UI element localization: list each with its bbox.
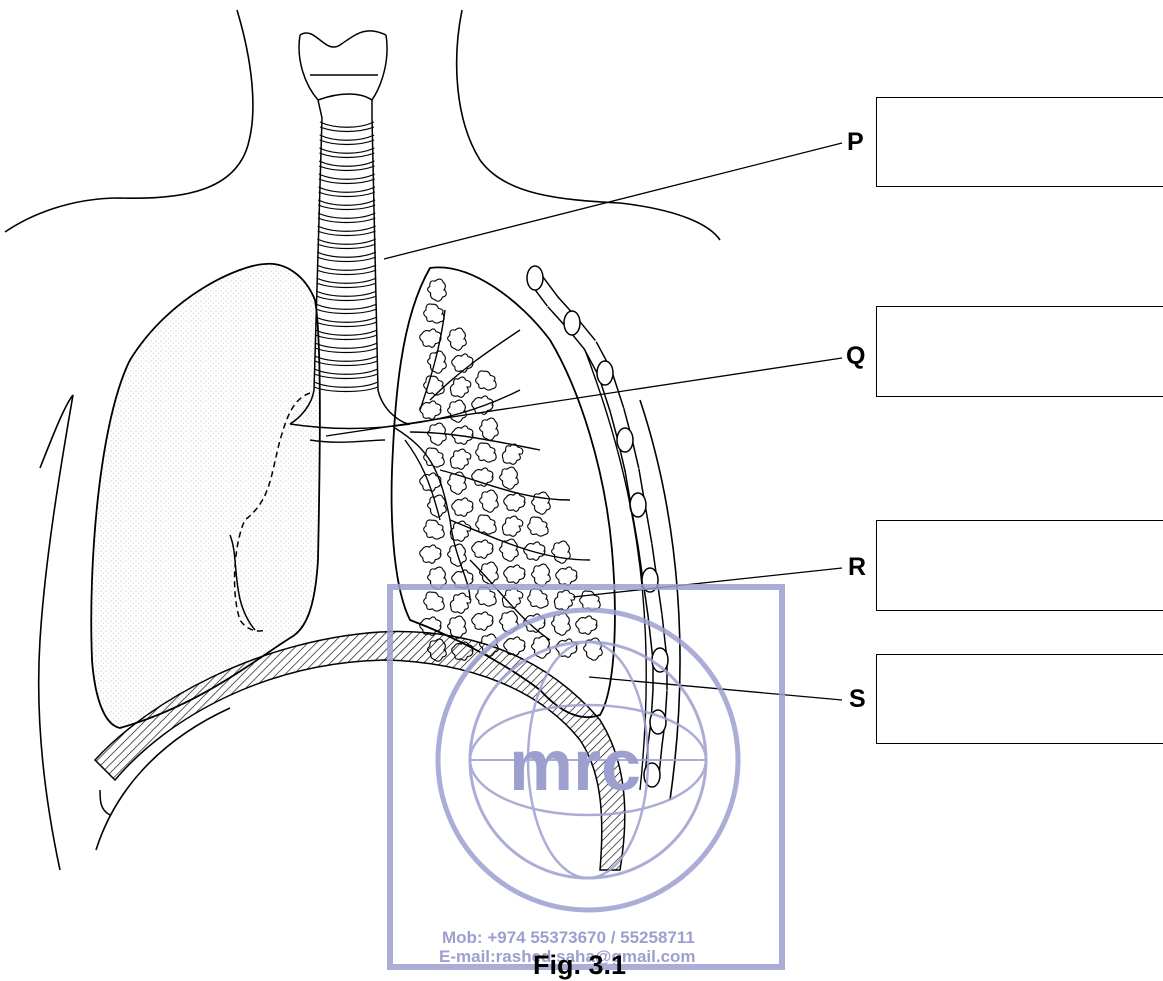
- figure-caption: Fig. 3.1: [533, 950, 626, 981]
- watermark-logo-text: mrc: [509, 726, 641, 806]
- leader-line-P: [384, 143, 842, 259]
- label-S: S: [849, 685, 866, 714]
- answer-box-P[interactable]: [876, 97, 1163, 187]
- watermark-mobile: Mob: +974 55373670 / 55258711: [442, 928, 695, 948]
- trachea-rings: [314, 122, 378, 392]
- answer-box-Q[interactable]: [876, 306, 1163, 397]
- label-R: R: [848, 553, 866, 582]
- answer-box-S[interactable]: [876, 654, 1163, 744]
- leader-line-Q: [326, 358, 842, 436]
- bronchial-tree: [290, 310, 590, 640]
- label-Q: Q: [846, 342, 865, 371]
- label-P: P: [847, 128, 864, 157]
- answer-box-R[interactable]: [876, 520, 1163, 611]
